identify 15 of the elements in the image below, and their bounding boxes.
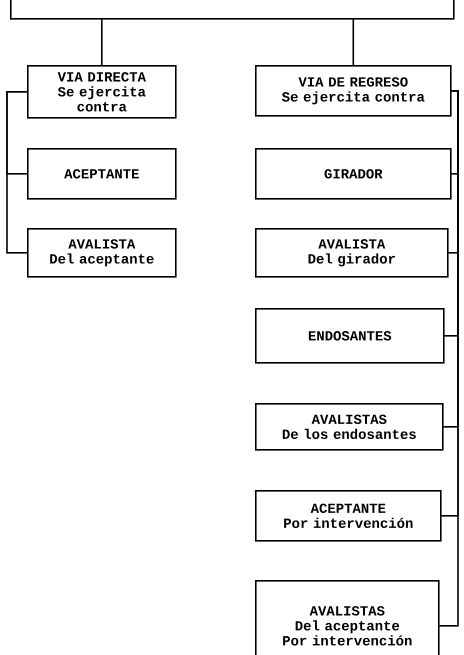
- connector-line: [6, 91, 27, 254]
- process-box: ENDOSANTES: [255, 308, 445, 364]
- process-box: ACEPTANTE Por intervención: [255, 490, 442, 542]
- process-box: AVALISTA Del girador: [255, 228, 449, 278]
- connector-line: [440, 90, 459, 627]
- connector-line: [352, 20, 354, 65]
- process-box: AVALISTA Del aceptante: [27, 228, 177, 278]
- process-box: GIRADOR: [255, 148, 452, 200]
- cut-off-box: [10, 0, 455, 20]
- process-box: ACEPTANTE: [27, 148, 177, 200]
- process-box: VIA DE REGRESO Se ejercita contra: [255, 65, 452, 117]
- process-box: AVALISTAS De los endosantes: [255, 403, 444, 451]
- connector-line: [101, 20, 103, 65]
- process-box: AVALISTAS Del aceptante Por intervención: [255, 580, 440, 655]
- process-box: VIA DIRECTA Se ejercita contra: [27, 65, 177, 119]
